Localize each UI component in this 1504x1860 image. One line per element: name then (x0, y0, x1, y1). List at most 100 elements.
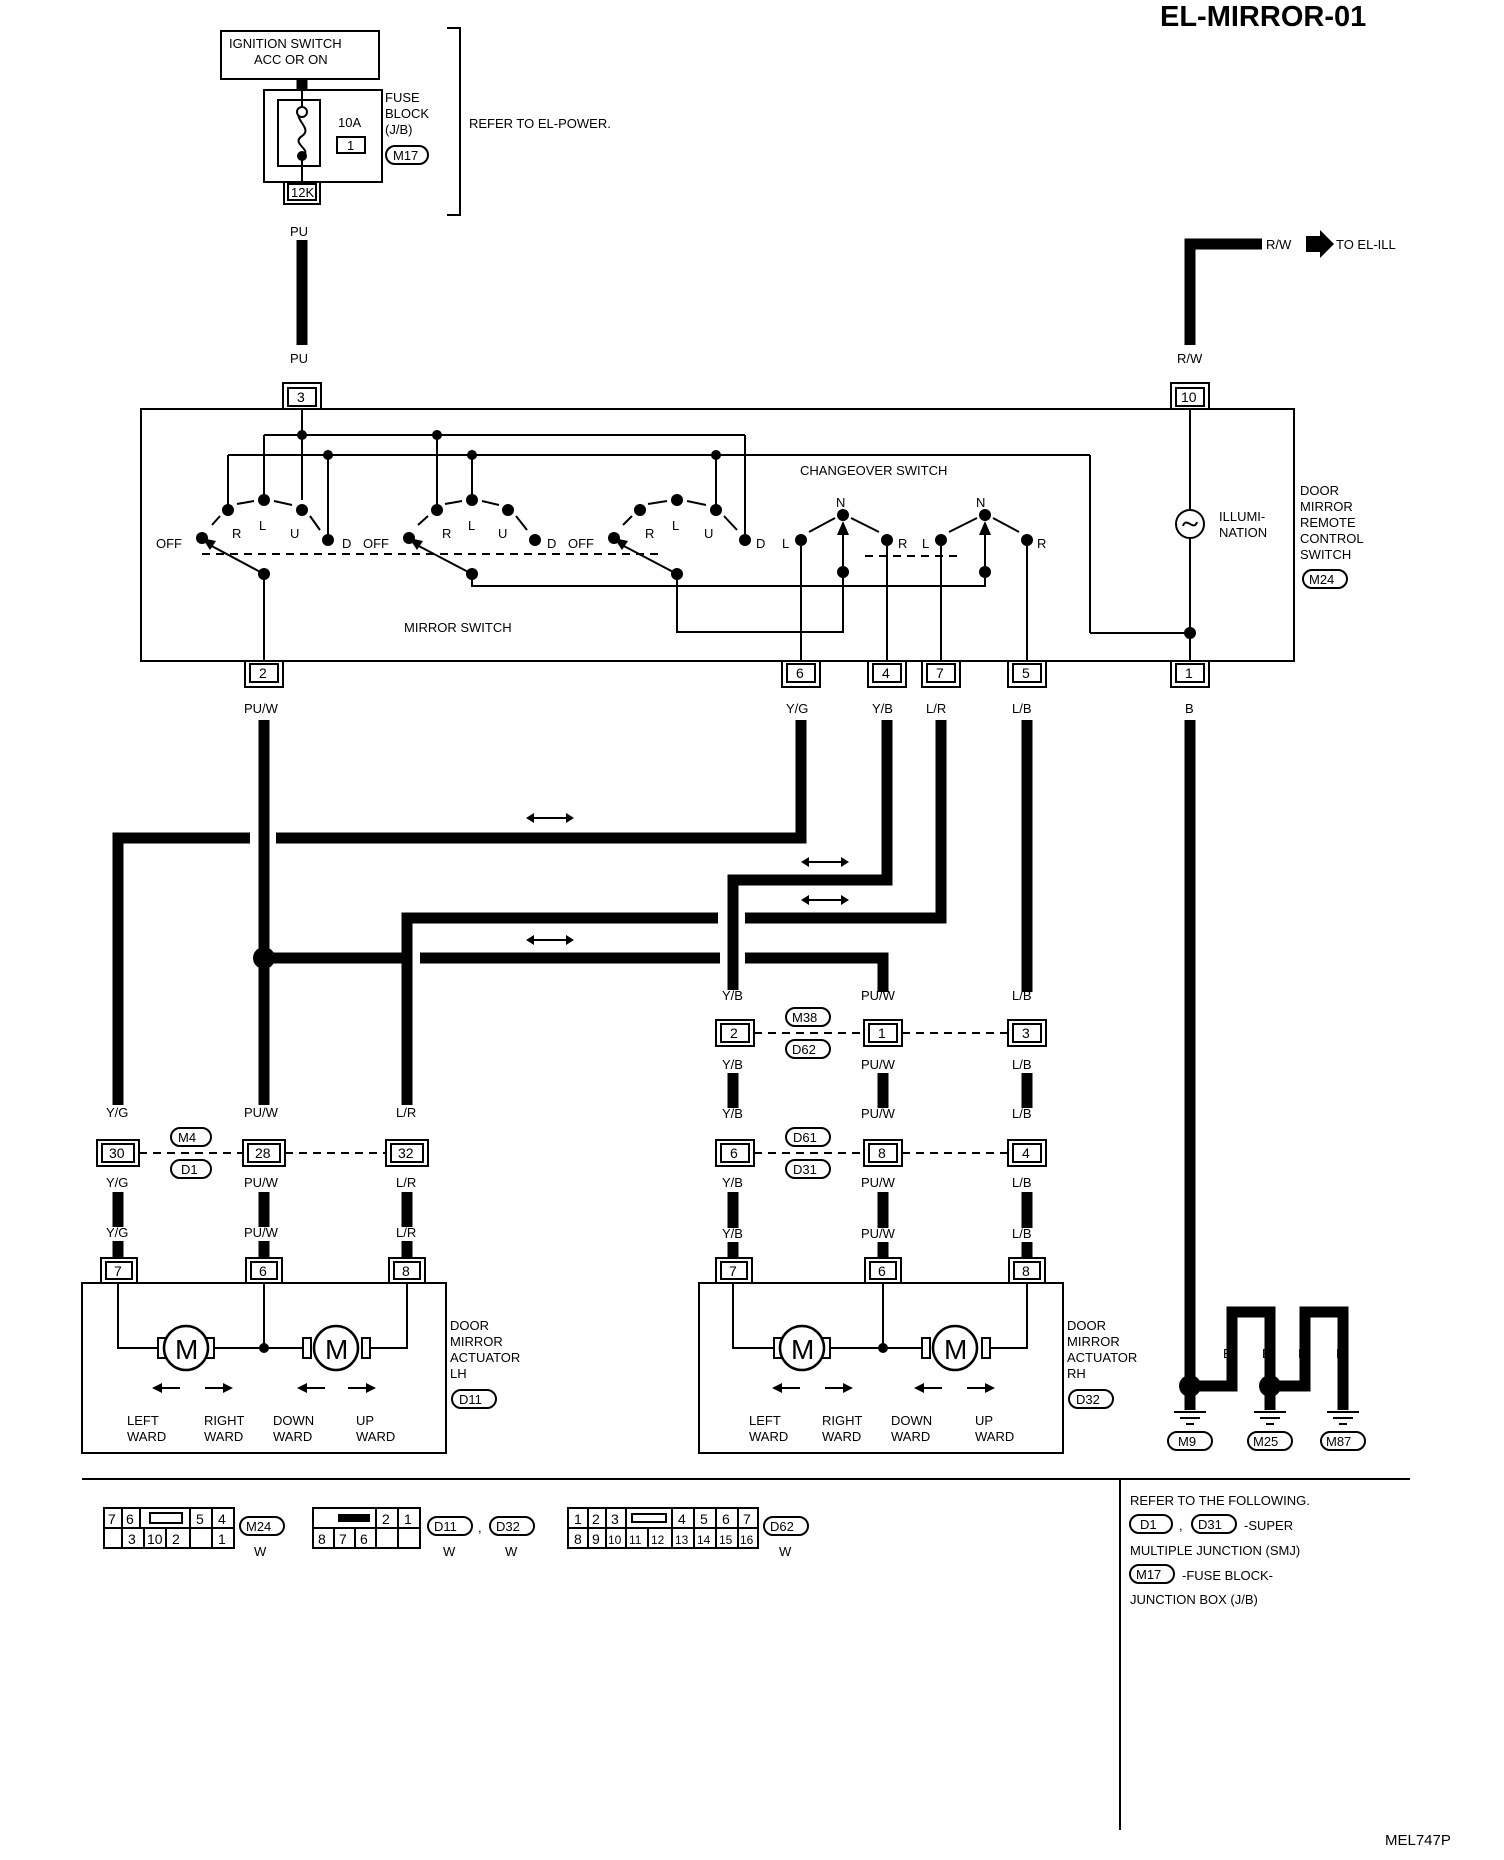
svg-text:Y/G: Y/G (106, 1175, 128, 1190)
power-supply: IGNITION SWITCH ACC OR ON 10A 1 FUSE BLO… (220, 27, 611, 366)
svg-text:Y/G: Y/G (786, 701, 808, 716)
svg-text:WARD: WARD (975, 1429, 1014, 1444)
junction-d61-d31: Y/B PU/W L/B 6 8 4 D61 D31 Y/B PU/W L/B … (715, 1106, 1047, 1260)
svg-text:32: 32 (398, 1145, 414, 1161)
svg-text:CONTROL: CONTROL (1300, 531, 1364, 546)
door-mirror-remote-control-switch: 3 10 (140, 382, 1364, 688)
fuse-block-label-3: (J/B) (385, 122, 412, 137)
svg-text:3: 3 (128, 1531, 136, 1547)
svg-text:R: R (645, 526, 654, 541)
svg-text:L: L (259, 518, 266, 533)
pin-5: 5 (1007, 660, 1047, 688)
svg-text:,: , (1179, 1518, 1183, 1533)
svg-text:B: B (1298, 1346, 1307, 1361)
ground-icon (1254, 1411, 1286, 1425)
svg-text:3: 3 (297, 389, 305, 405)
ground-icon (1327, 1411, 1359, 1425)
svg-text:5: 5 (700, 1511, 708, 1527)
motor-icon: M (157, 1324, 215, 1372)
connector-face-m24: 7 6 5 4 3 10 2 1 M24 W (103, 1507, 285, 1559)
wire-color-rw-switch: R/W (1177, 351, 1203, 366)
svg-text:5: 5 (1022, 665, 1030, 681)
svg-text:10: 10 (1181, 389, 1197, 405)
svg-text:W: W (779, 1544, 792, 1559)
svg-text:PU/W: PU/W (244, 1175, 279, 1190)
switch-internal-wiring (227, 409, 1190, 634)
svg-text:10: 10 (147, 1531, 163, 1547)
svg-text:Y/B: Y/B (722, 1226, 743, 1241)
svg-text:L/R: L/R (396, 1175, 416, 1190)
svg-text:Y/B: Y/B (872, 701, 893, 716)
svg-text:R: R (442, 526, 451, 541)
svg-text:M: M (791, 1334, 814, 1365)
wire-color-pu-switch: PU (290, 351, 308, 366)
wire-color-pu-top: PU (290, 224, 308, 239)
svg-text:SWITCH: SWITCH (1300, 547, 1351, 562)
direction-arrows (772, 1383, 995, 1393)
svg-text:D61: D61 (793, 1130, 817, 1145)
svg-text:M25: M25 (1253, 1434, 1278, 1449)
svg-text:9: 9 (592, 1531, 600, 1547)
svg-text:ILLUMI-: ILLUMI- (1219, 509, 1265, 524)
svg-text:MIRROR: MIRROR (450, 1334, 503, 1349)
svg-text:1: 1 (574, 1511, 582, 1527)
svg-text:L/B: L/B (1012, 1057, 1032, 1072)
svg-text:-SUPER: -SUPER (1244, 1518, 1293, 1533)
svg-text:PU/W: PU/W (861, 1106, 896, 1121)
svg-text:7: 7 (936, 665, 944, 681)
svg-text:PU/W: PU/W (861, 1057, 896, 1072)
svg-text:OFF: OFF (568, 536, 594, 551)
svg-text:D: D (342, 536, 351, 551)
svg-text:10: 10 (608, 1533, 622, 1547)
svg-text:D11: D11 (459, 1392, 482, 1407)
svg-text:WARD: WARD (356, 1429, 395, 1444)
svg-text:-FUSE BLOCK-: -FUSE BLOCK- (1182, 1568, 1273, 1583)
illumination-lamp: ILLUMI- NATION (1175, 409, 1267, 661)
svg-text:WARD: WARD (127, 1429, 166, 1444)
svg-text:2: 2 (259, 665, 267, 681)
svg-text:1: 1 (404, 1511, 412, 1527)
svg-text:REFER TO THE FOLLOWING.: REFER TO THE FOLLOWING. (1130, 1493, 1310, 1508)
svg-text:B: B (1336, 1346, 1345, 1361)
svg-text:PU/W: PU/W (861, 988, 896, 1003)
svg-text:D31: D31 (1198, 1517, 1222, 1532)
svg-text:6: 6 (360, 1531, 368, 1547)
fuse-block-label-2: BLOCK (385, 106, 429, 121)
fuse-block-label-1: FUSE (385, 90, 420, 105)
svg-text:MIRROR: MIRROR (1067, 1334, 1120, 1349)
motor-icon: M (302, 1324, 371, 1372)
svg-text:7: 7 (339, 1531, 347, 1547)
svg-text:MIRROR: MIRROR (1300, 499, 1353, 514)
ignition-switch-label: IGNITION SWITCH (229, 36, 342, 51)
svg-text:PU/W: PU/W (861, 1175, 896, 1190)
mirror-switch-section-1: OFF R L U D (156, 494, 351, 580)
svg-text:D62: D62 (792, 1042, 816, 1057)
fuse-number: 1 (347, 138, 354, 153)
svg-text:2: 2 (730, 1025, 738, 1041)
svg-text:L: L (922, 536, 929, 551)
svg-text:14: 14 (697, 1533, 711, 1547)
svg-text:PU/W: PU/W (244, 1225, 279, 1240)
svg-text:L: L (782, 536, 789, 551)
svg-text:RIGHT: RIGHT (204, 1413, 245, 1428)
motor-icon: M (773, 1324, 831, 1372)
svg-text:4: 4 (882, 665, 890, 681)
pin-7: 7 (921, 660, 961, 688)
svg-text:13: 13 (675, 1533, 689, 1547)
svg-text:L/R: L/R (926, 701, 946, 716)
svg-text:M: M (944, 1334, 967, 1365)
to-el-ill-label: TO EL-ILL (1336, 237, 1396, 252)
connector-face-d62: 1 2 3 4 5 6 7 8 9 10 11 12 13 14 15 16 D… (567, 1507, 809, 1559)
changeover-switch-label: CHANGEOVER SWITCH (800, 463, 947, 478)
fuse-terminal: 12K (291, 185, 314, 200)
svg-text:LEFT: LEFT (127, 1413, 159, 1428)
svg-text:N: N (836, 495, 845, 510)
svg-text:28: 28 (255, 1145, 271, 1161)
svg-text:4: 4 (678, 1511, 686, 1527)
svg-text:LEFT: LEFT (749, 1413, 781, 1428)
svg-text:8: 8 (318, 1531, 326, 1547)
diagram-code: MEL747P (1385, 1832, 1451, 1849)
svg-text:8: 8 (1022, 1263, 1030, 1279)
svg-text:RH: RH (1067, 1366, 1086, 1381)
ground-points: B B B B B M9 M25 M87 (1167, 1306, 1366, 1451)
